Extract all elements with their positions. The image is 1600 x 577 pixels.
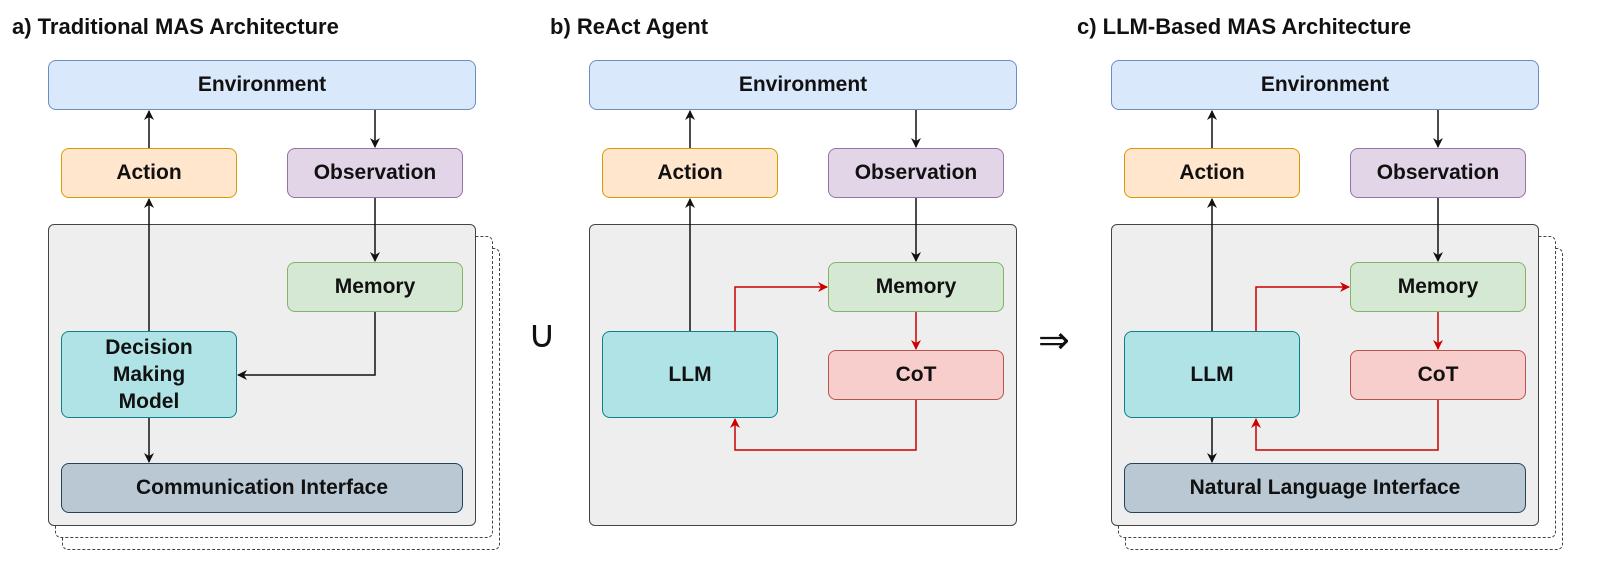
panel-c-environment: Environment (1111, 60, 1539, 110)
panel-c-cot: CoT (1350, 350, 1526, 400)
panel-a-action: Action (61, 148, 237, 198)
panel-c-memory: Memory (1350, 262, 1526, 312)
panel-a-observation: Observation (287, 148, 463, 198)
panel-b-observation: Observation (828, 148, 1004, 198)
panel-b-action: Action (602, 148, 778, 198)
panel-c-action: Action (1124, 148, 1300, 198)
panel-c-title: c) LLM-Based MAS Architecture (1077, 14, 1412, 39)
arrow-b-cot-to-llm (730, 400, 917, 451)
panel-a-title: a) Traditional MAS Architecture (12, 14, 339, 39)
panel-b-cot: CoT (828, 350, 1004, 400)
panel-a-environment: Environment (48, 60, 476, 110)
panel-c-llm: LLM (1124, 331, 1300, 418)
arrow-b-llm-to-memory (734, 282, 828, 331)
panel-b-llm: LLM (602, 331, 778, 418)
panel-b-title: b) ReAct Agent (550, 14, 709, 39)
arrow-c-cot-to-llm (1251, 400, 1439, 451)
arrow-a-memory-to-model (237, 312, 376, 380)
panel-a-memory: Memory (287, 262, 463, 312)
union-symbol: ∪ (528, 312, 556, 356)
panel-b-memory: Memory (828, 262, 1004, 312)
panel-a-decision-model: Decision Making Model (61, 331, 237, 418)
panel-c-language-interface: Natural Language Interface (1124, 463, 1526, 513)
panel-b-environment: Environment (589, 60, 1017, 110)
panel-c-observation: Observation (1350, 148, 1526, 198)
panel-a-communication-interface: Communication Interface (61, 463, 463, 513)
arrow-c-llm-to-memory (1255, 282, 1350, 331)
implies-symbol: ⇒ (1038, 318, 1070, 362)
